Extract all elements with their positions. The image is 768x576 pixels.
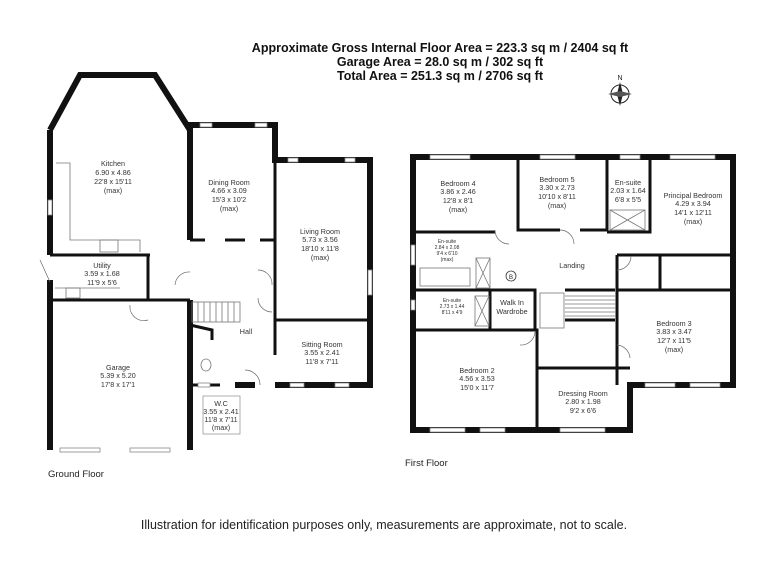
svg-text:6'8 x 5'5: 6'8 x 5'5	[615, 195, 641, 204]
svg-text:(max): (max)	[311, 253, 329, 262]
svg-text:12'8 x 8'1: 12'8 x 8'1	[443, 196, 473, 205]
room-ensuite-principal: En-suite 2.03 x 1.64 6'8 x 5'5	[610, 178, 646, 204]
svg-text:Wardrobe: Wardrobe	[496, 307, 527, 316]
svg-text:22'8 x 15'11: 22'8 x 15'11	[94, 177, 132, 186]
svg-text:4.29 x 3.94: 4.29 x 3.94	[675, 199, 711, 208]
svg-text:8'11 x 4'9: 8'11 x 4'9	[442, 310, 463, 316]
svg-text:11'8 x 7'11: 11'8 x 7'11	[305, 357, 338, 366]
svg-text:6.90 x 4.86: 6.90 x 4.86	[95, 168, 131, 177]
svg-text:Utility: Utility	[93, 261, 111, 270]
svg-text:(max): (max)	[220, 204, 238, 213]
boiler-label: B	[509, 275, 513, 281]
svg-text:12'7 x 11'5: 12'7 x 11'5	[657, 336, 691, 345]
svg-text:3.86 x 2.46: 3.86 x 2.46	[440, 187, 476, 196]
svg-text:2.84 x 2.08: 2.84 x 2.08	[435, 245, 460, 251]
svg-text:Bedroom 4: Bedroom 4	[440, 179, 475, 188]
svg-text:(max): (max)	[449, 205, 467, 214]
room-dressing: Dressing Room 2.80 x 1.98 9'2 x 6'6	[558, 389, 608, 415]
svg-text:(max): (max)	[104, 186, 122, 195]
svg-text:15'0 x 11'7: 15'0 x 11'7	[460, 383, 494, 392]
svg-text:14'1 x 12'11: 14'1 x 12'11	[674, 208, 712, 217]
disclaimer-text: Illustration for identification purposes…	[141, 518, 627, 532]
svg-text:En-suite: En-suite	[443, 298, 462, 304]
room-living: Living Room 5.73 x 3.56 18'10 x 11'8 (ma…	[300, 227, 340, 262]
room-walk-in-wardrobe: Walk In Wardrobe	[496, 298, 527, 316]
svg-text:Kitchen: Kitchen	[101, 159, 125, 168]
room-bedroom-5: Bedroom 5 3.30 x 2.73 10'10 x 8'11 (max)	[538, 175, 576, 210]
garage-area-text: Garage Area = 28.0 sq m / 302 sq ft	[337, 55, 544, 69]
svg-text:9'2 x 6'6: 9'2 x 6'6	[570, 406, 596, 415]
svg-text:3.30 x 2.73: 3.30 x 2.73	[539, 183, 575, 192]
room-principal-bedroom: Principal Bedroom 4.29 x 3.94 14'1 x 12'…	[664, 191, 723, 226]
compass-label: N	[617, 75, 622, 82]
first-floor-plan: B	[410, 154, 736, 433]
first-floor-label: First Floor	[405, 458, 448, 469]
svg-text:4.56 x 3.53: 4.56 x 3.53	[459, 374, 495, 383]
compass-icon: N	[608, 75, 632, 106]
room-kitchen: Kitchen 6.90 x 4.86 22'8 x 15'11 (max)	[94, 159, 132, 195]
svg-text:2.03 x 1.64: 2.03 x 1.64	[610, 186, 646, 195]
svg-text:3.55 x 2.41: 3.55 x 2.41	[203, 407, 239, 416]
svg-text:5.73 x 3.56: 5.73 x 3.56	[302, 235, 338, 244]
svg-text:15'3 x 10'2: 15'3 x 10'2	[212, 195, 246, 204]
svg-text:3.59 x 1.68: 3.59 x 1.68	[84, 269, 120, 278]
ground-floor-plan	[39, 72, 373, 453]
svg-text:Walk In: Walk In	[500, 298, 524, 307]
svg-text:(max): (max)	[665, 345, 683, 354]
room-bedroom-4: Bedroom 4 3.86 x 2.46 12'8 x 8'1 (max)	[440, 179, 476, 214]
svg-text:4.66 x 3.09: 4.66 x 3.09	[211, 186, 247, 195]
room-wc: W.C 3.55 x 2.41 11'8 x 7'11 (max)	[202, 395, 241, 435]
svg-text:3.55 x 2.41: 3.55 x 2.41	[304, 348, 340, 357]
svg-text:Garage: Garage	[106, 363, 130, 372]
svg-text:Dining Room: Dining Room	[208, 178, 250, 187]
svg-text:(max): (max)	[212, 423, 230, 432]
svg-text:11'9 x 5'6: 11'9 x 5'6	[87, 278, 117, 287]
svg-text:18'10 x 11'8: 18'10 x 11'8	[301, 244, 339, 253]
svg-text:Sitting Room: Sitting Room	[301, 340, 342, 349]
room-utility: Utility 3.59 x 1.68 11'9 x 5'6	[84, 261, 120, 287]
svg-text:Dressing Room: Dressing Room	[558, 389, 608, 398]
svg-text:Bedroom 3: Bedroom 3	[656, 319, 691, 328]
svg-text:17'8 x 17'1: 17'8 x 17'1	[101, 380, 135, 389]
svg-text:Bedroom 2: Bedroom 2	[459, 366, 494, 375]
svg-text:W.C: W.C	[214, 399, 228, 408]
svg-text:En-suite: En-suite	[438, 239, 457, 245]
room-bedroom-2: Bedroom 2 4.56 x 3.53 15'0 x 11'7	[459, 366, 495, 392]
total-area-text: Total Area = 251.3 sq m / 2706 sq ft	[337, 69, 544, 83]
room-hall: Hall	[240, 327, 253, 336]
svg-text:10'10 x 8'11: 10'10 x 8'11	[538, 192, 576, 201]
svg-text:2.80 x 1.98: 2.80 x 1.98	[565, 397, 601, 406]
svg-text:11'8 x 7'11: 11'8 x 7'11	[204, 415, 237, 424]
svg-text:5.39 x 5.20: 5.39 x 5.20	[100, 371, 136, 380]
room-garage: Garage 5.39 x 5.20 17'8 x 17'1	[100, 363, 136, 389]
room-sitting: Sitting Room 3.55 x 2.41 11'8 x 7'11	[301, 340, 342, 366]
room-landing: Landing	[559, 261, 585, 270]
svg-text:(max): (max)	[441, 257, 454, 263]
room-ensuite-bedroom-2: En-suite 2.73 x 1.44 8'11 x 4'9	[440, 298, 465, 316]
svg-text:9'4 x 6'10: 9'4 x 6'10	[436, 251, 457, 257]
room-bedroom-3: Bedroom 3 3.83 x 3.47 12'7 x 11'5 (max)	[656, 319, 692, 354]
svg-text:En-suite: En-suite	[615, 178, 641, 187]
svg-text:2.73 x 1.44: 2.73 x 1.44	[440, 304, 465, 310]
svg-text:3.83 x 3.47: 3.83 x 3.47	[656, 327, 692, 336]
ground-floor-label: Ground Floor	[48, 469, 104, 480]
gross-area-text: Approximate Gross Internal Floor Area = …	[252, 41, 629, 55]
svg-text:(max): (max)	[684, 217, 702, 226]
svg-text:Living Room: Living Room	[300, 227, 340, 236]
room-dining: Dining Room 4.66 x 3.09 15'3 x 10'2 (max…	[208, 178, 250, 213]
room-ensuite-bedroom-4: En-suite 2.84 x 2.08 9'4 x 6'10 (max)	[435, 239, 460, 263]
svg-text:(max): (max)	[548, 201, 566, 210]
svg-text:Principal Bedroom: Principal Bedroom	[664, 191, 723, 200]
svg-text:Bedroom 5: Bedroom 5	[539, 175, 574, 184]
